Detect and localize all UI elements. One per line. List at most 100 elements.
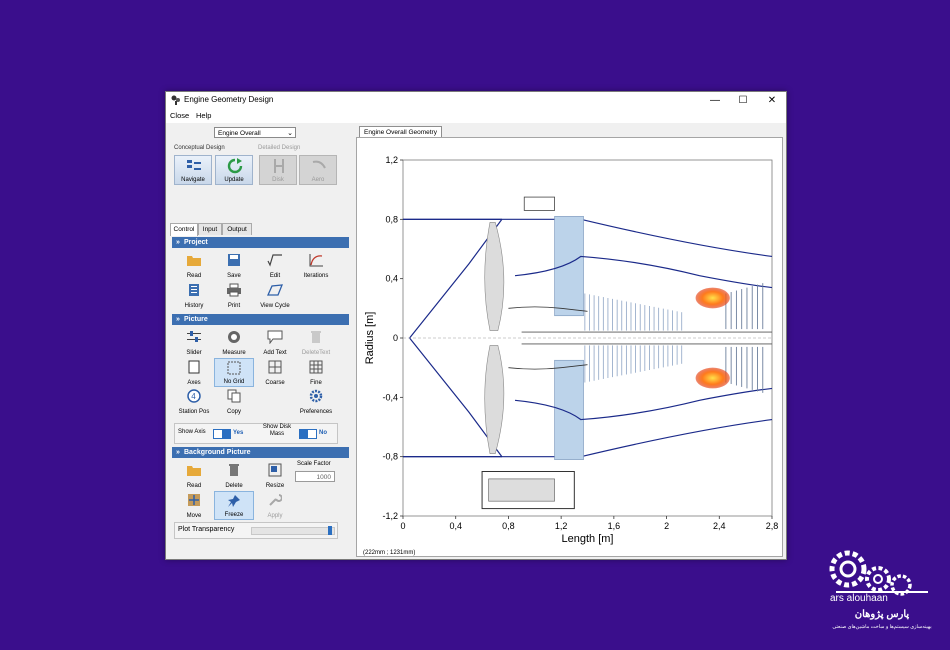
title-bar: Engine Geometry Design — ☐ ✕: [166, 92, 786, 110]
picture-add-text-button[interactable]: Add Text: [255, 328, 295, 357]
project-view-cycle-button[interactable]: View Cycle: [255, 281, 295, 310]
svg-text:4: 4: [191, 392, 196, 401]
tab-output[interactable]: Output: [222, 223, 252, 235]
aero-button[interactable]: Aero: [299, 155, 337, 185]
plot-transparency-slider[interactable]: [251, 526, 335, 535]
x-tick-label: 1,2: [555, 521, 568, 531]
detailed-design-label: Detailed Design: [258, 145, 301, 151]
top-accessory: [523, 196, 555, 211]
y-tick-label: 0,4: [385, 274, 398, 284]
show-disk-mass-state: No: [319, 430, 327, 436]
show-axis-toggle[interactable]: [213, 429, 231, 439]
picture-preferences-button[interactable]: Preferences: [296, 387, 336, 416]
project-iterations-button[interactable]: Iterations: [296, 251, 336, 280]
y-tick-label: -0,4: [382, 392, 398, 402]
picture-axes-button[interactable]: Axes: [174, 358, 214, 387]
picture-coarse-grid-button[interactable]: Coarse: [255, 358, 295, 387]
comment-icon: [267, 330, 283, 344]
coarse-grid-icon: [268, 360, 282, 374]
view-selector-combo[interactable]: Engine Overall ⌄: [214, 127, 296, 138]
no-grid-icon: [227, 361, 241, 375]
picture-toggles: Show Axis Yes Show Disk Mass No: [174, 423, 338, 444]
project-save-button[interactable]: Save: [214, 251, 254, 280]
maximize-button[interactable]: ☐: [738, 95, 748, 106]
picture-section-header[interactable]: » Picture: [172, 314, 349, 325]
picture-copy-button[interactable]: Copy: [214, 387, 254, 416]
background-section-header[interactable]: »Background Picture: [172, 447, 349, 458]
tab-engine-overall-geometry[interactable]: Engine Overall Geometry: [359, 126, 442, 138]
close-window-button[interactable]: ✕: [767, 95, 777, 106]
picture-no-grid-button[interactable]: No Grid: [214, 358, 254, 387]
picture-delete-text-button[interactable]: DeleteText: [296, 328, 336, 357]
project-section-header[interactable]: »Project: [172, 237, 349, 248]
chevron-down-icon: ⌄: [287, 130, 293, 137]
menu-close[interactable]: Close: [170, 111, 190, 120]
slider-thumb[interactable]: [327, 526, 332, 535]
fine-grid-icon: [309, 360, 323, 374]
background-read-button[interactable]: Read: [174, 461, 214, 490]
background-delete-button[interactable]: Delete: [214, 461, 254, 490]
background-section-title: Background Picture: [184, 449, 251, 456]
aero-icon: [312, 160, 326, 169]
trash-icon: [229, 464, 239, 476]
background-apply-button[interactable]: Apply: [255, 491, 295, 520]
show-axis-label: Show Axis: [178, 429, 206, 435]
project-history-button[interactable]: History: [174, 281, 214, 310]
logo-persian-text: پارس پژوهان: [854, 609, 910, 620]
project-print-button[interactable]: Print: [214, 281, 254, 310]
engine-geometry-window: Engine Geometry Design — ☐ ✕ Close Help …: [165, 91, 787, 560]
x-tick-label: 0,4: [449, 521, 462, 531]
x-tick-label: 0,8: [502, 521, 515, 531]
tab-control[interactable]: Control: [170, 223, 198, 236]
x-tick-label: 2,8: [766, 521, 779, 531]
picture-slider-button[interactable]: Slider: [174, 328, 214, 357]
copy-icon: [227, 389, 241, 403]
picture-section-title: Picture: [184, 316, 208, 323]
show-disk-mass-label: Show Disk Mass: [262, 424, 292, 437]
inner-annulus-lower: [508, 364, 588, 370]
navigate-label: Navigate: [181, 177, 205, 183]
picture-station-pos-button[interactable]: 4 Station Pos: [174, 387, 214, 416]
collapse-icon: »: [176, 316, 180, 323]
x-axis-label: Length [m]: [562, 533, 614, 545]
folder-icon: [187, 256, 201, 266]
y-axis-label: Radius [m]: [364, 312, 376, 365]
x-tick-label: 1,6: [608, 521, 621, 531]
fan-blade-upper: [484, 222, 505, 331]
y-tick-label: -1,2: [382, 511, 398, 521]
history-icon: [189, 284, 199, 296]
show-disk-mass-toggle[interactable]: [299, 429, 317, 439]
menu-help[interactable]: Help: [196, 111, 212, 120]
update-button[interactable]: Update: [215, 155, 253, 185]
picture-measure-button[interactable]: Measure: [214, 328, 254, 357]
minimize-button[interactable]: —: [710, 95, 720, 106]
scale-factor-input[interactable]: 1000: [295, 471, 335, 482]
disk-button[interactable]: Disk: [259, 155, 297, 185]
logo-latin-text: ars alouhaan: [830, 593, 888, 604]
refresh-icon: [227, 158, 243, 174]
navigate-button[interactable]: Navigate: [174, 155, 212, 185]
conceptual-design-label: Conceptual Design: [174, 145, 225, 151]
background-freeze-button[interactable]: Freeze: [214, 491, 254, 520]
update-label: Update: [224, 177, 244, 183]
project-read-button[interactable]: Read: [174, 251, 214, 280]
resize-icon: [268, 463, 282, 477]
y-tick-label: 1,2: [385, 155, 398, 165]
project-edit-button[interactable]: Edit: [255, 251, 295, 280]
picture-fine-grid-button[interactable]: Fine: [296, 358, 336, 387]
gear-icon: [309, 389, 323, 403]
background-move-button[interactable]: Move: [174, 491, 214, 520]
edit-formula-icon: [267, 254, 282, 267]
aero-label: Aero: [311, 177, 325, 183]
background-resize-button[interactable]: Resize: [255, 461, 295, 490]
combustor-flame-upper: [695, 287, 730, 309]
tab-input[interactable]: Input: [198, 223, 222, 235]
core-casing-upper: [514, 255, 773, 289]
pin-icon: [228, 495, 240, 507]
x-tick-label: 2,4: [713, 521, 726, 531]
printer-icon: [227, 283, 241, 297]
window-title: Engine Geometry Design: [184, 95, 274, 104]
